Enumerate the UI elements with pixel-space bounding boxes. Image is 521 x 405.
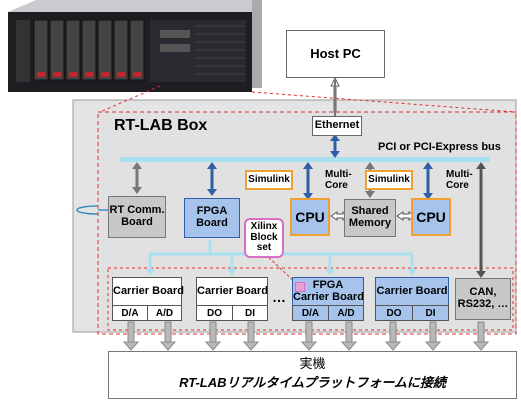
ethernet-box: Ethernet xyxy=(312,116,362,136)
multi-core-label-1: Multi- Core xyxy=(325,169,352,191)
xilinx-block-set: Xilinx Block set xyxy=(244,218,284,258)
fpga-board-line2: Board xyxy=(196,217,228,229)
carrier-board-fpga-title-line2: Carrier Board xyxy=(293,290,364,303)
can-line1: CAN, xyxy=(469,286,497,299)
simulink-box-2: Simulink xyxy=(365,170,413,190)
fpga-board-line1: FPGA xyxy=(196,205,228,218)
fpga-chip-marker xyxy=(295,282,305,292)
xilinx-line1: Xilinx xyxy=(250,221,278,233)
multi-core-2-line2: Core xyxy=(446,179,469,191)
rt-comm-board-line1: RT Comm. xyxy=(109,204,165,217)
carrier-board-2: Carrier Board DO DI xyxy=(196,277,268,321)
rt-comm-board: RT Comm. Board xyxy=(108,196,166,238)
xilinx-line2: Block xyxy=(250,231,278,243)
multi-core-1-line2: Core xyxy=(325,179,348,191)
ellipsis-label: … xyxy=(272,289,286,305)
carrier-board-4-port-do: DO xyxy=(375,305,413,321)
carrier-board-4: Carrier Board DO DI xyxy=(375,277,449,321)
can-line2: RS232, … xyxy=(457,298,509,310)
carrier-board-1-port-da: D/A xyxy=(112,305,148,321)
real-machine-box: 実機 RT-LABリアルタイムプラットフォームに接続 xyxy=(108,351,517,399)
carrier-board-1-port-ad: A/D xyxy=(147,305,182,321)
xilinx-line3: set xyxy=(256,242,272,254)
multi-core-2-line1: Multi- xyxy=(446,169,473,180)
shared-memory-line2: Memory xyxy=(348,217,392,229)
pci-bus-label: PCI or PCI-Express bus xyxy=(378,141,501,153)
cpu-2-label: CPU xyxy=(416,208,446,225)
rack-server-image xyxy=(0,0,262,95)
rt-comm-board-line2: Board xyxy=(121,216,153,228)
fpga-board: FPGA Board xyxy=(184,198,240,238)
simulink-box-1: Simulink xyxy=(245,170,293,190)
multi-core-label-2: Multi- Core xyxy=(446,169,473,191)
box-title: RT-LAB Box xyxy=(114,117,208,134)
shared-memory-line1: Shared xyxy=(351,205,389,218)
host-pc-box: Host PC xyxy=(286,30,385,78)
can-rs232-box: CAN, RS232, … xyxy=(455,278,511,320)
carrier-board-2-port-di: DI xyxy=(232,305,268,321)
carrier-board-fpga-port-da: D/A xyxy=(292,305,329,321)
cpu-1: CPU xyxy=(290,198,330,236)
carrier-board-2-port-do: DO xyxy=(196,305,233,321)
carrier-board-fpga-title: FPGA Carrier Board xyxy=(293,279,364,303)
real-machine-label: 実機 xyxy=(299,356,326,371)
carrier-board-1: Carrier Board D/A A/D xyxy=(112,277,184,321)
carrier-board-fpga: FPGA Carrier Board D/A A/D xyxy=(292,277,364,321)
carrier-board-fpga-title-line1: FPGA xyxy=(312,279,344,291)
cpu-2: CPU xyxy=(411,198,451,236)
carrier-board-1-title: Carrier Board xyxy=(113,285,184,297)
simulink-label-2: Simulink xyxy=(368,173,410,185)
cpu-1-label: CPU xyxy=(295,208,325,225)
host-pc-label: Host PC xyxy=(310,46,361,62)
carrier-board-4-port-di: DI xyxy=(412,305,449,321)
shared-memory: Shared Memory xyxy=(344,199,396,237)
carrier-board-fpga-port-ad: A/D xyxy=(328,305,364,321)
carrier-board-2-title: Carrier Board xyxy=(197,285,268,297)
platform-caption: RT-LABリアルタイムプラットフォームに接続 xyxy=(179,375,446,390)
multi-core-1-line1: Multi- xyxy=(325,169,352,180)
simulink-label-1: Simulink xyxy=(248,173,290,185)
ethernet-label: Ethernet xyxy=(314,119,360,132)
carrier-board-4-title: Carrier Board xyxy=(376,285,448,297)
